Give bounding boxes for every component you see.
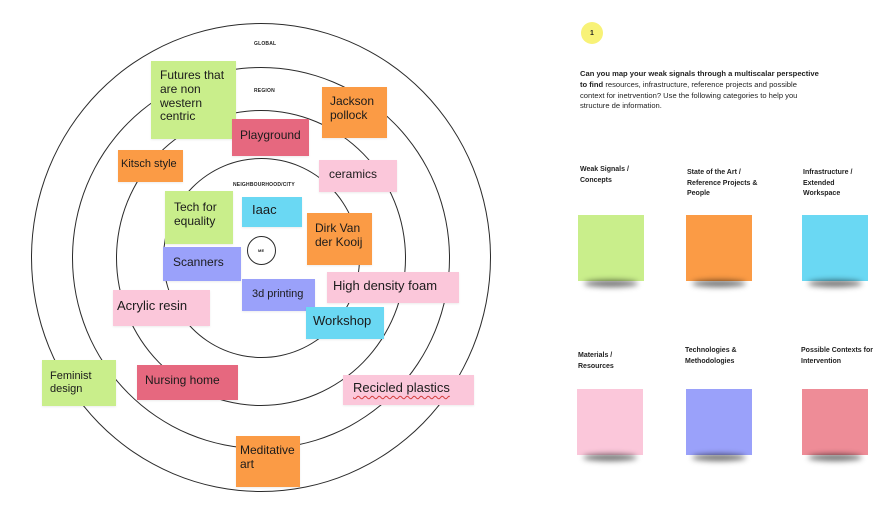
sticky-note-nursing-home[interactable]: Nursing home	[137, 365, 238, 400]
sticky-note-kitsch-style[interactable]: Kitsch style	[118, 150, 183, 182]
sticky-note-iaac[interactable]: Iaac	[242, 197, 302, 227]
step-number-badge: 1	[581, 22, 603, 44]
ring-neighbourhood	[116, 110, 406, 406]
sticky-note-high-density-foam[interactable]: High density foam	[327, 272, 459, 303]
label-me: ME	[258, 248, 265, 253]
sticky-note-feminist-design[interactable]: Feminist design	[42, 360, 116, 406]
sticky-note-ceramics[interactable]: ceramics	[319, 160, 397, 192]
sticky-note-jackson-pollock[interactable]: Jackson pollock	[322, 87, 387, 138]
label-region: REGION	[254, 88, 275, 94]
label-neighbourhood: NEIGHBOURHOOD/CITY	[233, 182, 295, 188]
instructions-bold: Can you map your weak signals through a …	[580, 69, 819, 89]
sticky-note-dirk-van-der-kooij[interactable]: Dirk Van der Kooij	[307, 213, 372, 265]
sticky-note-3d-printing[interactable]: 3d printing	[242, 279, 315, 311]
label-global: GLOBAL	[254, 41, 277, 47]
sticky-swatch-infrastructure[interactable]	[802, 215, 868, 281]
ring-global	[31, 23, 491, 492]
sticky-note-scanners[interactable]: Scanners	[163, 247, 241, 281]
sticky-swatch-materials[interactable]	[577, 389, 643, 455]
sticky-swatch-weak-signals[interactable]	[578, 215, 644, 281]
sticky-note-tech-for-equality[interactable]: Tech for equality	[165, 191, 233, 244]
sticky-note-recicled-plastics[interactable]: Recicled plastics	[343, 375, 474, 405]
sticky-note-workshop[interactable]: Workshop	[306, 307, 384, 339]
sticky-swatch-technologies[interactable]	[686, 389, 752, 455]
ring-me	[247, 236, 276, 265]
sticky-note-playground[interactable]: Playground	[232, 119, 309, 156]
category-title-weak-signals: Weak Signals / Concepts	[580, 166, 629, 184]
sticky-note-acrylic-resin[interactable]: Acrylic resin	[113, 290, 210, 326]
sticky-swatch-contexts[interactable]	[802, 389, 868, 455]
sticky-note-futures[interactable]: Futures that are non western centric	[151, 61, 236, 139]
instructions-text: Can you map your weak signals through a …	[580, 69, 820, 112]
category-title-technologies: Technologies & Methodologies	[685, 347, 737, 365]
instructions-rest: resources, infrastructure, reference pro…	[580, 79, 798, 111]
category-title-state-of-the-art: State of the Art / Reference Projects & …	[687, 169, 758, 197]
category-title-infrastructure: Infrastructure / Extended Workspace	[803, 169, 853, 197]
sticky-swatch-state-of-the-art[interactable]	[686, 215, 752, 281]
category-title-contexts: Possible Contexts for Intervention	[801, 347, 873, 365]
sticky-note-meditative-art[interactable]: Meditative art	[236, 436, 300, 487]
category-title-materials: Materials / Resources	[578, 352, 614, 370]
